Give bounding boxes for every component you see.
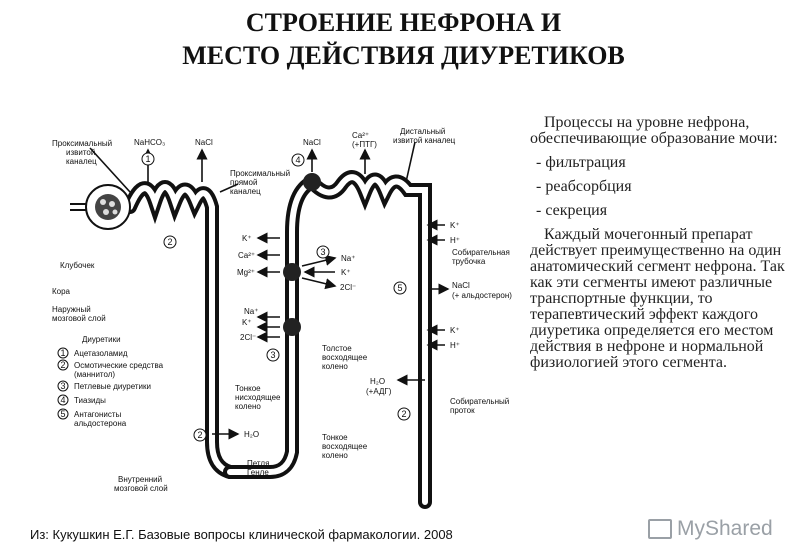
legend-item: Ацетазоламид	[74, 349, 128, 358]
nephron-diagram: 1 2 3 3 4 5 2 2 NaHCO₃ NaCl NaCl Ca²⁺ (+…	[52, 127, 512, 509]
mg-label: Mg²⁺	[237, 268, 255, 277]
site-num: 2	[167, 237, 172, 247]
bullet-reabsorption: - реабсорбция	[536, 178, 632, 195]
distal-convoluted-label: Дистальный	[400, 127, 445, 136]
bullet-filtration: - фильтрация	[536, 154, 626, 171]
transport-site-icon	[303, 173, 321, 191]
glomerulus-icon	[70, 184, 131, 230]
site-numbers: 1 2 3 3 4 5 2 2	[141, 152, 411, 442]
thin-ascending-label: Тонкое	[322, 433, 348, 442]
h2o-adh-label: H₂O	[370, 377, 385, 386]
thin-descending-label: нисходящее	[235, 393, 281, 402]
nacl-aldo-label: NaCl	[452, 281, 470, 290]
proximal-convoluted-label: извитой	[66, 148, 95, 157]
transport-labels: NaHCO₃ NaCl NaCl Ca²⁺ (+ПТГ) K⁺ Ca²⁺ Mg²…	[134, 131, 512, 439]
legend-title: Диуретики	[82, 335, 121, 344]
na-label: Na⁺	[341, 254, 355, 263]
inner-medulla-label: мозговой слой	[114, 484, 168, 493]
inner-medulla-label: Внутренний	[118, 475, 162, 484]
site-num: 4	[295, 155, 300, 165]
na-label: Na⁺	[244, 307, 258, 316]
svg-text:2: 2	[60, 360, 65, 370]
watermark-text: MyShared	[677, 517, 773, 540]
source-citation: Из: Кукушкин Е.Г. Базовые вопросы клинич…	[30, 527, 453, 542]
thick-ascending-label: Толстое	[322, 344, 352, 353]
k-label: K⁺	[242, 318, 252, 327]
structure-labels: Проксимальный извитой каналец Проксималь…	[52, 127, 510, 493]
collecting-duct-label: Собирательный	[450, 397, 509, 406]
adh-label: (+АДГ)	[366, 387, 392, 396]
body-paragraph: Каждый мочегонный препарат действует пре…	[530, 226, 785, 371]
proximal-straight-label: каналец	[230, 187, 261, 196]
description-text: Процессы на уровне нефрона, обеспечивающ…	[530, 115, 790, 371]
collecting-tubule-label: трубочка	[452, 257, 486, 266]
thin-descending-label: Тонкое	[235, 384, 261, 393]
proximal-straight-label: Проксимальный	[230, 169, 290, 178]
k-label: K⁺	[242, 234, 252, 243]
thin-ascending-label: восходящее	[322, 442, 368, 451]
h-label: H⁺	[450, 341, 460, 350]
nacl-distal-label: NaCl	[303, 138, 321, 147]
svg-text:1: 1	[60, 348, 65, 358]
proximal-straight-label: прямой	[230, 178, 257, 187]
site-num: 2	[401, 409, 406, 419]
legend-item: Антагонисты	[74, 410, 122, 419]
k-label: K⁺	[341, 268, 351, 277]
h2o-label: H₂O	[244, 430, 259, 439]
aldo-label: (+ альдостерон)	[452, 291, 512, 300]
legend-item: альдостерона	[74, 419, 127, 428]
legend-item: Осмотические средства	[74, 361, 164, 370]
proximal-convoluted-label: Проксимальный	[52, 139, 112, 148]
k-label: K⁺	[450, 326, 460, 335]
nephron-tubule	[123, 170, 432, 509]
site-num: 5	[397, 283, 402, 293]
transport-arrows	[89, 141, 450, 440]
legend-item: Петлевые диуретики	[74, 382, 151, 391]
nahco3-label: NaHCO₃	[134, 138, 165, 147]
cl-label: 2Cl⁻	[240, 333, 256, 342]
title-line-1: СТРОЕНИЕ НЕФРОНА И	[245, 8, 562, 37]
distal-convoluted-label: извитой каналец	[393, 136, 456, 145]
cl-label: 2Cl⁻	[340, 283, 356, 292]
thick-ascending-label: восходящее	[322, 353, 368, 362]
site-num: 3	[270, 350, 275, 360]
ca-label: Ca²⁺	[238, 251, 255, 260]
thin-descending-label: колено	[235, 402, 261, 411]
bullet-secretion: - секреция	[536, 202, 608, 219]
loop-henle-label: Петля	[247, 459, 269, 468]
proximal-convoluted-label: каналец	[66, 157, 97, 166]
outer-medulla-label: Наружный	[52, 305, 91, 314]
nacl-label: NaCl	[195, 138, 213, 147]
collecting-duct-label: проток	[450, 406, 475, 415]
transport-site-icon	[283, 318, 301, 336]
transport-site-icon	[283, 263, 301, 281]
thick-ascending-label: колено	[322, 362, 348, 371]
k-label: K⁺	[450, 221, 460, 230]
svg-text:3: 3	[60, 381, 65, 391]
svg-text:5: 5	[60, 409, 65, 419]
thin-ascending-label: колено	[322, 451, 348, 460]
presentation-icon	[648, 519, 672, 539]
diuretics-legend: Диуретики 1 Ацетазоламид 2 Осмотические …	[57, 335, 164, 428]
site-num: 3	[320, 247, 325, 257]
glomerulus-label: Клубочек	[60, 261, 95, 270]
legend-item: (маннитол)	[74, 370, 115, 379]
pth-label: (+ПТГ)	[352, 140, 377, 149]
outer-medulla-label: мозговой слой	[52, 314, 106, 323]
title-line-2: МЕСТО ДЕЙСТВИЯ ДИУРЕТИКОВ	[182, 41, 625, 70]
cortex-label: Кора	[52, 287, 71, 296]
legend-item: Тиазиды	[74, 396, 106, 405]
intro-paragraph: Процессы на уровне нефрона, обеспечивающ…	[530, 114, 778, 147]
watermark: MyShared	[648, 517, 773, 540]
ca-label: Ca²⁺	[352, 131, 369, 140]
site-num: 2	[197, 430, 202, 440]
svg-text:4: 4	[60, 395, 65, 405]
collecting-tubule-label: Собирательная	[452, 248, 510, 257]
page-title: СТРОЕНИЕ НЕФРОНА И МЕСТО ДЕЙСТВИЯ ДИУРЕТ…	[0, 6, 807, 72]
h-label: H⁺	[450, 236, 460, 245]
site-num: 1	[145, 154, 150, 164]
loop-henle-label: Генле	[247, 468, 269, 477]
